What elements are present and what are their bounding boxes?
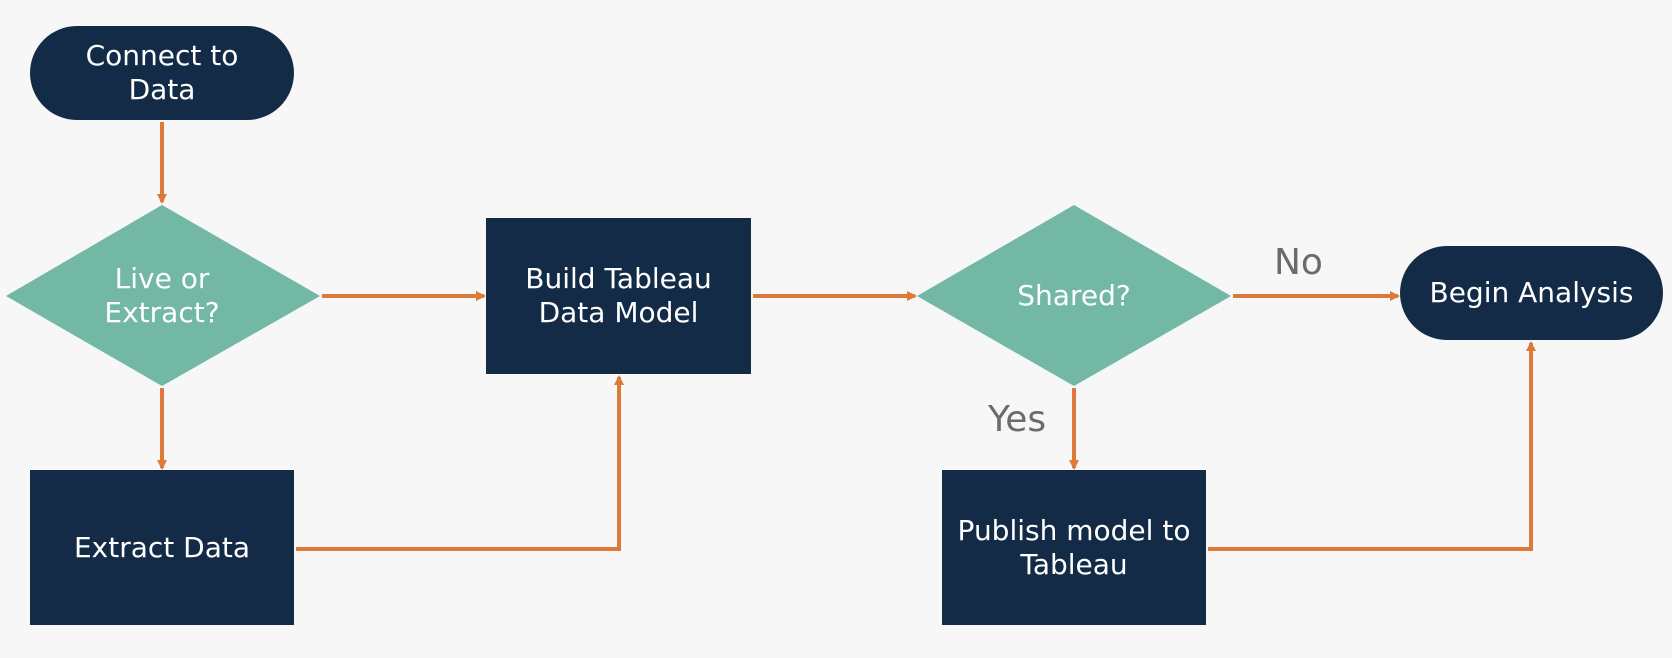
shared-label: Shared? — [1017, 279, 1131, 312]
node-extract-data — [30, 470, 294, 625]
begin-analysis-label: Begin Analysis — [1429, 276, 1634, 309]
node-connect-to-data — [30, 26, 294, 120]
decision-shared — [917, 205, 1231, 386]
extract-data-label: Extract Data — [73, 530, 251, 564]
edge-label-yes: Yes — [988, 399, 1047, 440]
arrow-publish-to-begin — [1208, 341, 1536, 551]
arrow-extract-to-build — [296, 375, 624, 551]
edge-label-no: No — [1274, 242, 1323, 283]
decision-live-or-extract — [6, 205, 320, 386]
node-publish-model — [942, 470, 1206, 625]
node-begin-analysis — [1400, 246, 1663, 340]
node-build-tableau-data-model — [486, 218, 751, 374]
